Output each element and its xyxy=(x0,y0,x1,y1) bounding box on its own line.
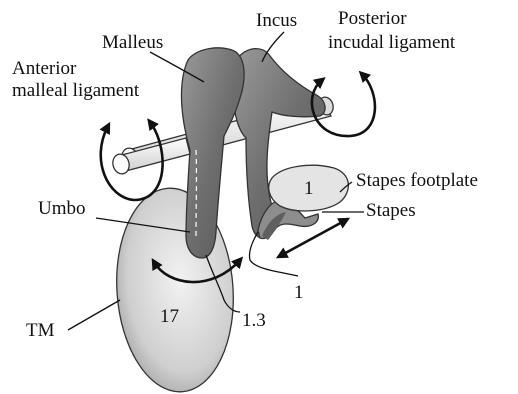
label-tm: TM xyxy=(26,320,55,341)
label-stapes: Stapes xyxy=(366,200,416,221)
value-tm-area: 17 xyxy=(160,306,179,327)
label-incus: Incus xyxy=(256,10,297,31)
value-lever-malleus: 1.3 xyxy=(242,310,266,331)
label-posterior-ligament-line2: incudal ligament xyxy=(328,32,456,53)
piston-arrow-stapes xyxy=(280,220,346,256)
label-anterior-ligament-line1: Anterior xyxy=(12,58,77,79)
lever-arm-incus xyxy=(249,232,298,276)
label-posterior-ligament-line1: Posterior xyxy=(338,8,407,29)
value-lever-incus: 1 xyxy=(294,282,304,303)
label-anterior-ligament-line2: malleal ligament xyxy=(12,80,140,101)
value-footplate-area: 1 xyxy=(304,178,314,199)
label-stapes-footplate: Stapes footplate xyxy=(356,170,478,191)
label-umbo: Umbo xyxy=(38,198,86,219)
malleus-bone xyxy=(181,48,244,258)
label-malleus: Malleus xyxy=(102,32,163,53)
leader-tm xyxy=(68,300,120,330)
